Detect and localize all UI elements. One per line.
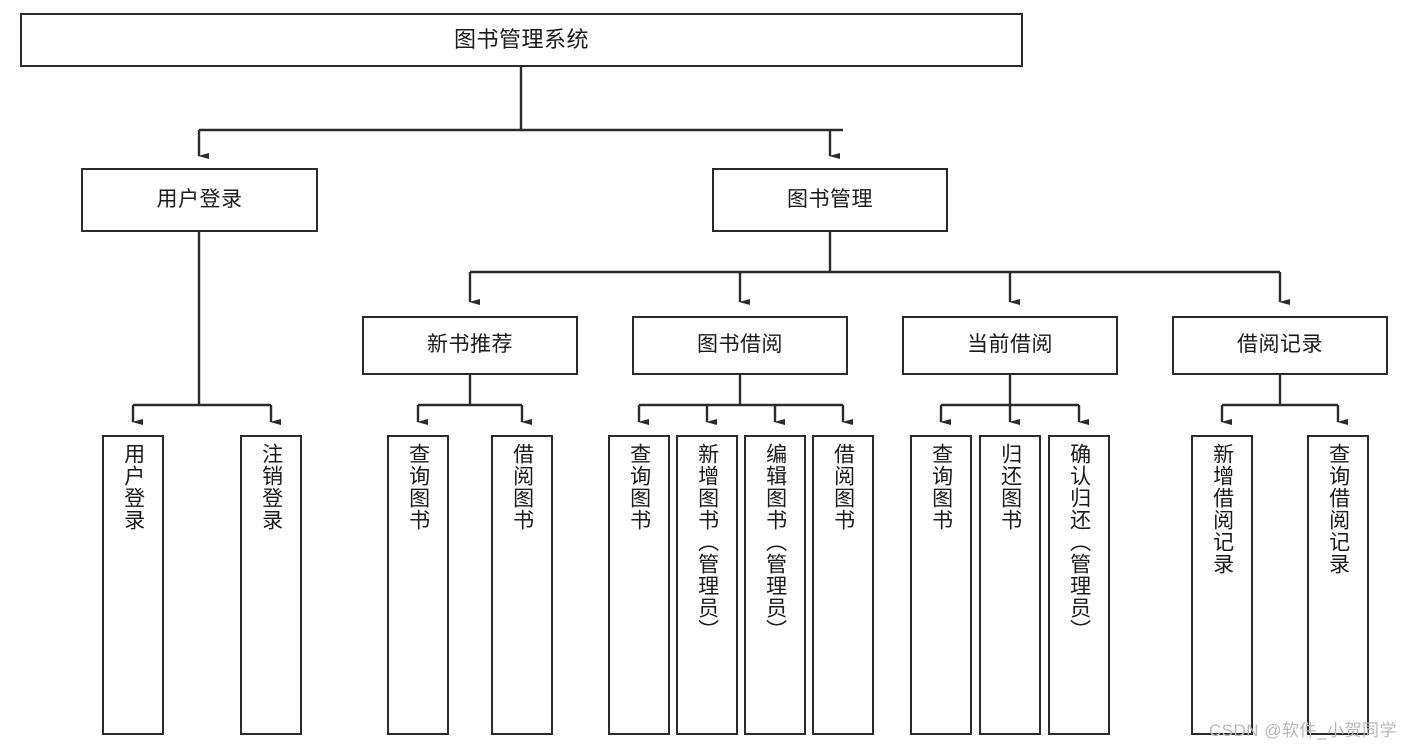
leaf-recommend-borrow-book[interactable]: 借阅图书 (491, 435, 553, 735)
node-label: 用户登录 (121, 443, 145, 531)
watermark: CSDN @软件_小贺同学 (1208, 721, 1397, 740)
node-label: 查询图书 (406, 443, 430, 531)
node-book-borrow[interactable]: 图书借阅 (632, 316, 848, 375)
node-label: 确认归还（管理员） (1067, 443, 1091, 641)
leaf-record-query-record[interactable]: 查询借阅记录 (1307, 435, 1369, 735)
node-label: 查询图书 (929, 443, 953, 531)
node-label: 查询图书 (627, 443, 651, 531)
node-label: 借阅图书 (510, 443, 534, 531)
node-label: 用户登录 (156, 187, 243, 211)
node-label: 注销登录 (259, 443, 283, 531)
node-label: 借阅图书 (831, 443, 855, 531)
node-book-management[interactable]: 图书管理 (712, 168, 948, 232)
node-label: 编辑图书（管理员） (763, 443, 787, 641)
leaf-recommend-query-book[interactable]: 查询图书 (387, 435, 449, 735)
leaf-borrow-borrow-book[interactable]: 借阅图书 (812, 435, 874, 735)
node-root-system[interactable]: 图书管理系统 (20, 13, 1023, 67)
node-label: 查询借阅记录 (1326, 443, 1350, 575)
node-label: 归还图书 (998, 443, 1022, 531)
node-user-login[interactable]: 用户登录 (81, 168, 318, 232)
node-label: 当前借阅 (967, 333, 1053, 357)
node-label: 图书借阅 (697, 333, 783, 357)
leaf-user-login-signout[interactable]: 注销登录 (240, 435, 302, 735)
node-label: 新书推荐 (427, 333, 513, 357)
leaf-borrow-edit-book-admin[interactable]: 编辑图书（管理员） (744, 435, 806, 735)
leaf-borrow-add-book-admin[interactable]: 新增图书（管理员） (676, 435, 738, 735)
leaf-current-confirm-return-admin[interactable]: 确认归还（管理员） (1048, 435, 1110, 735)
node-borrow-record[interactable]: 借阅记录 (1172, 316, 1388, 375)
leaf-current-query-book[interactable]: 查询图书 (910, 435, 972, 735)
leaf-user-login-signin[interactable]: 用户登录 (102, 435, 164, 735)
node-label: 图书管理 (787, 187, 873, 211)
leaf-record-add-record[interactable]: 新增借阅记录 (1191, 435, 1253, 735)
node-new-book-recommend[interactable]: 新书推荐 (362, 316, 578, 375)
node-label: 新增借阅记录 (1210, 443, 1234, 575)
node-label: 借阅记录 (1237, 333, 1323, 357)
leaf-borrow-query-book[interactable]: 查询图书 (608, 435, 670, 735)
node-label: 新增图书（管理员） (695, 443, 719, 641)
node-current-borrow[interactable]: 当前借阅 (902, 316, 1118, 375)
node-label: 图书管理系统 (453, 27, 589, 53)
leaf-current-return-book[interactable]: 归还图书 (979, 435, 1041, 735)
